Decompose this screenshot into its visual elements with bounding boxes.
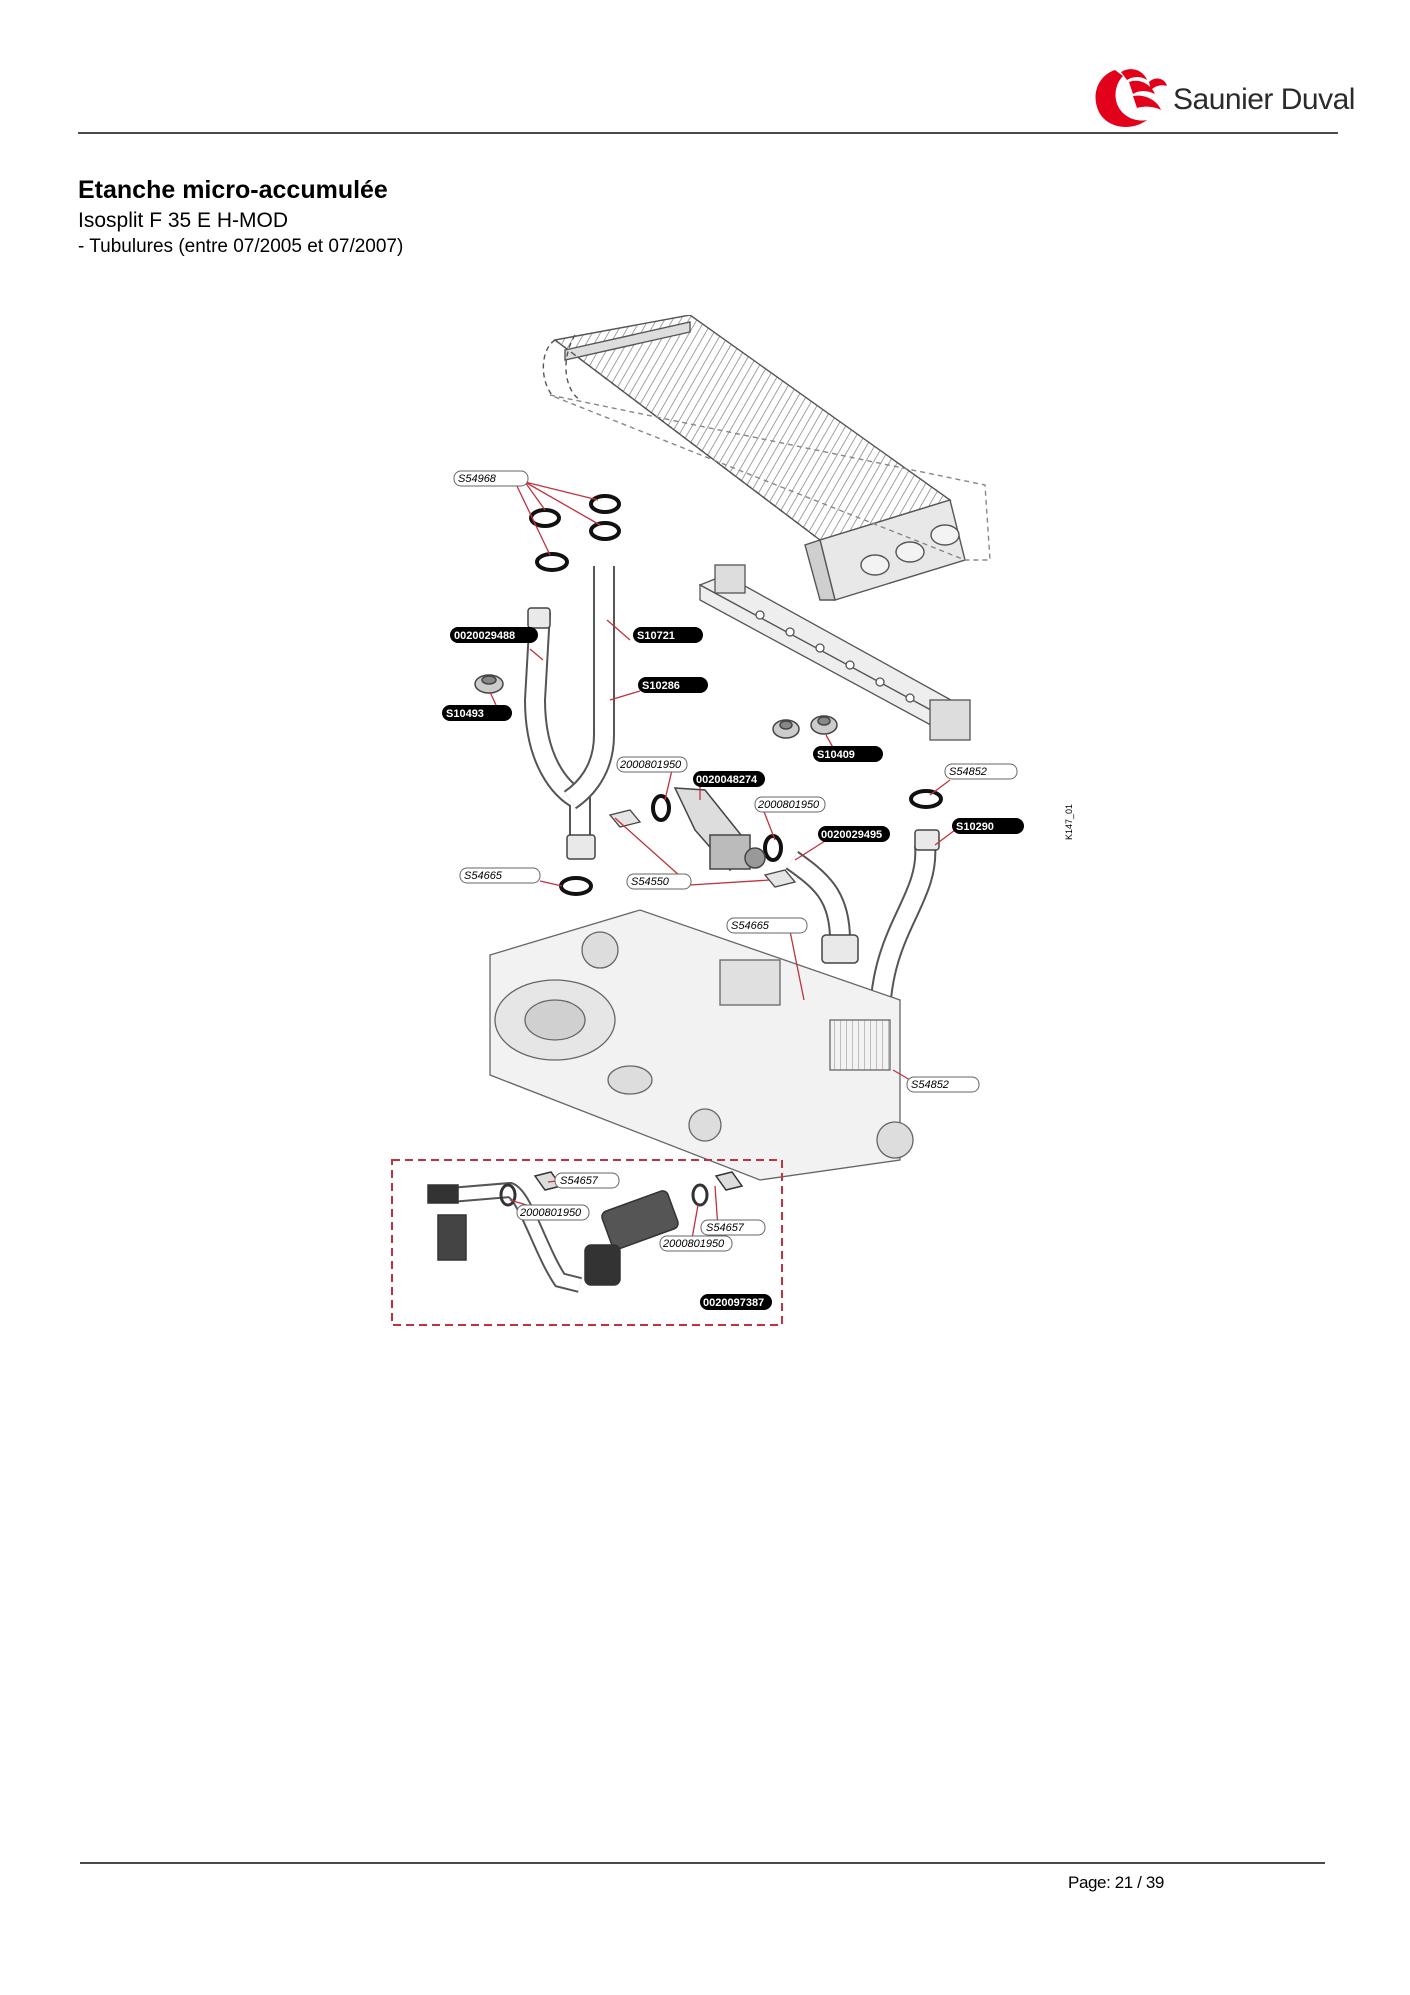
salamander-icon (1095, 69, 1167, 127)
drawing-reference: K147_01 (1064, 804, 1074, 840)
callout-2000801950-b: 2000801950 (757, 799, 820, 811)
page-number: Page: 21 / 39 (1068, 1873, 1164, 1892)
callout-s10290: S10290 (956, 821, 994, 833)
brand-name: Saunier Duval (1173, 83, 1355, 116)
heat-exchanger (542, 314, 991, 601)
burner-bar (698, 564, 971, 741)
callout-s54665-left: S54665 (464, 870, 503, 882)
callout-s54852-top: S54852 (949, 766, 987, 778)
callout-s54665-mid: S54665 (731, 920, 770, 932)
callout-0020029488: 0020029488 (454, 630, 515, 642)
exploded-parts-diagram: S54968 0020029488 S10721 S10286 S10493 S… (380, 314, 1100, 1360)
clips (608, 809, 797, 888)
callout-labels: S54968 0020029488 S10721 S10286 S10493 S… (442, 470, 1074, 1310)
callout-0020029495: 0020029495 (821, 829, 882, 841)
callout-s54852-bottom: S54852 (911, 1079, 949, 1091)
header-rule (78, 132, 1338, 134)
callout-2000801950-d: 2000801950 (662, 1238, 725, 1250)
callout-s10721: S10721 (637, 630, 675, 642)
valve (673, 787, 766, 872)
callout-0020097387: 0020097387 (703, 1297, 764, 1309)
kit-parts (427, 1171, 744, 1293)
callout-0020048274: 0020048274 (696, 774, 758, 786)
callout-s10493: S10493 (446, 708, 484, 720)
callout-s54657-b: S54657 (706, 1222, 745, 1234)
callout-s54968: S54968 (458, 473, 497, 485)
callout-s54657-a: S54657 (560, 1175, 599, 1187)
document-subtitle: Isosplit F 35 E H-MOD (78, 209, 289, 232)
hydraulic-block (489, 909, 914, 1181)
kit-box (391, 1159, 783, 1326)
brand-logo (1085, 62, 1170, 132)
sensor-caps (474, 674, 838, 739)
callout-2000801950-a: 2000801950 (619, 759, 682, 771)
document-title: Etanche micro-accumulée (78, 176, 388, 204)
callout-s54550: S54550 (631, 876, 670, 888)
footer-rule (80, 1862, 1325, 1864)
pipes (523, 566, 937, 1021)
callout-s10409: S10409 (817, 749, 855, 761)
callout-s10286: S10286 (642, 680, 680, 692)
document-section: - Tubulures (entre 07/2005 et 07/2007) (78, 236, 404, 257)
callout-2000801950-c: 2000801950 (519, 1207, 582, 1219)
